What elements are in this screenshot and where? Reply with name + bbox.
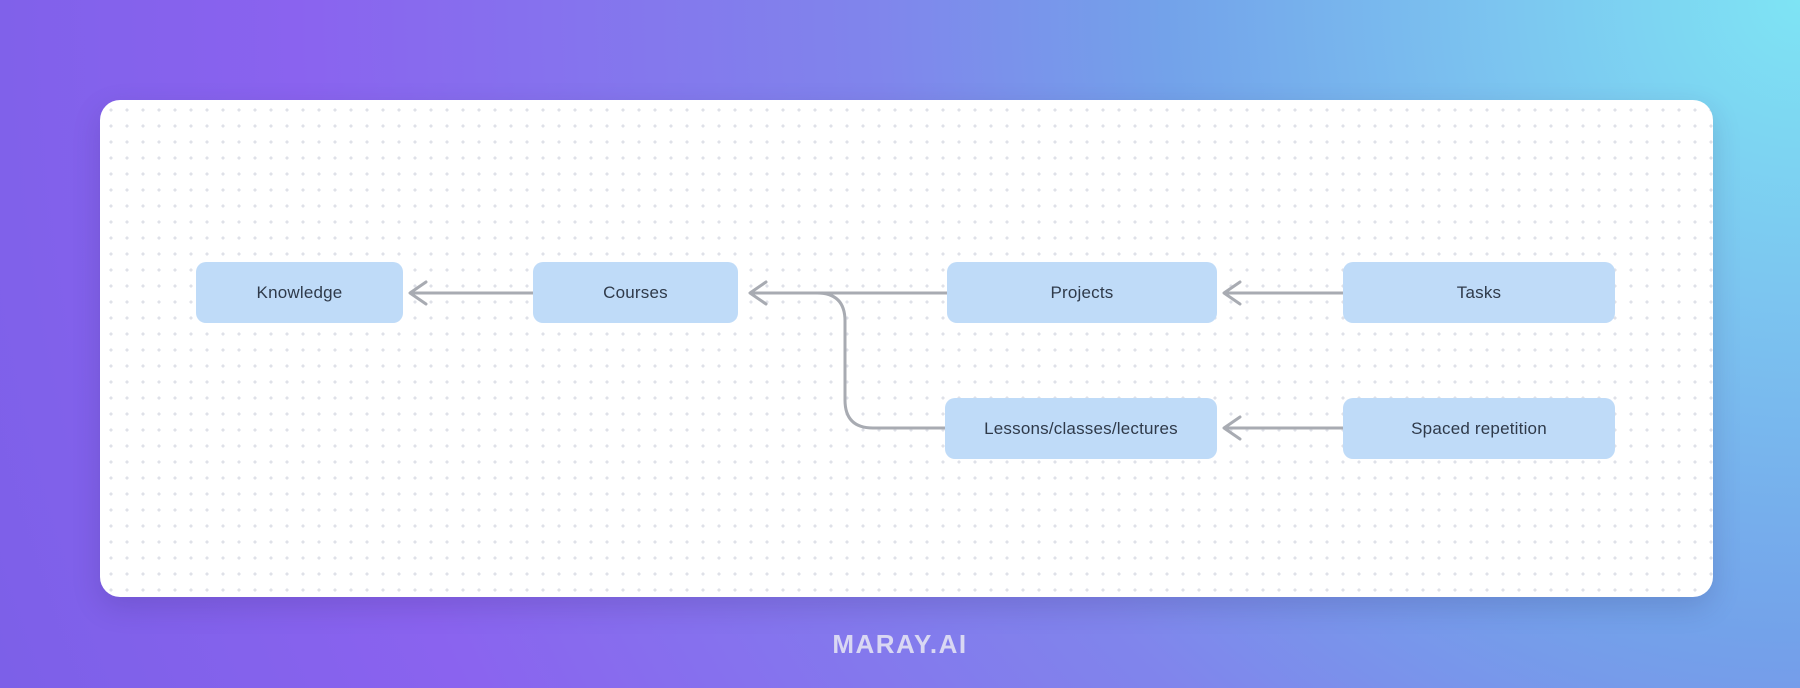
node-spaced-repetition[interactable]: Spaced repetition xyxy=(1343,398,1615,459)
node-knowledge[interactable]: Knowledge xyxy=(196,262,403,323)
node-label: Tasks xyxy=(1456,282,1502,302)
node-projects[interactable]: Projects xyxy=(947,262,1217,323)
node-label: Spaced repetition xyxy=(1411,418,1547,438)
diagram-canvas[interactable] xyxy=(100,100,1713,597)
node-courses[interactable]: Courses xyxy=(533,262,738,323)
node-label: Knowledge xyxy=(256,282,343,302)
node-label: Courses xyxy=(603,282,668,302)
node-lessons-classes-lectures[interactable]: Lessons/classes/lectures xyxy=(945,398,1217,459)
watermark: MARAY.AI xyxy=(832,629,968,659)
node-label: Lessons/classes/lectures xyxy=(984,418,1178,438)
node-label: Projects xyxy=(1050,282,1114,302)
node-tasks[interactable]: Tasks xyxy=(1343,262,1615,323)
